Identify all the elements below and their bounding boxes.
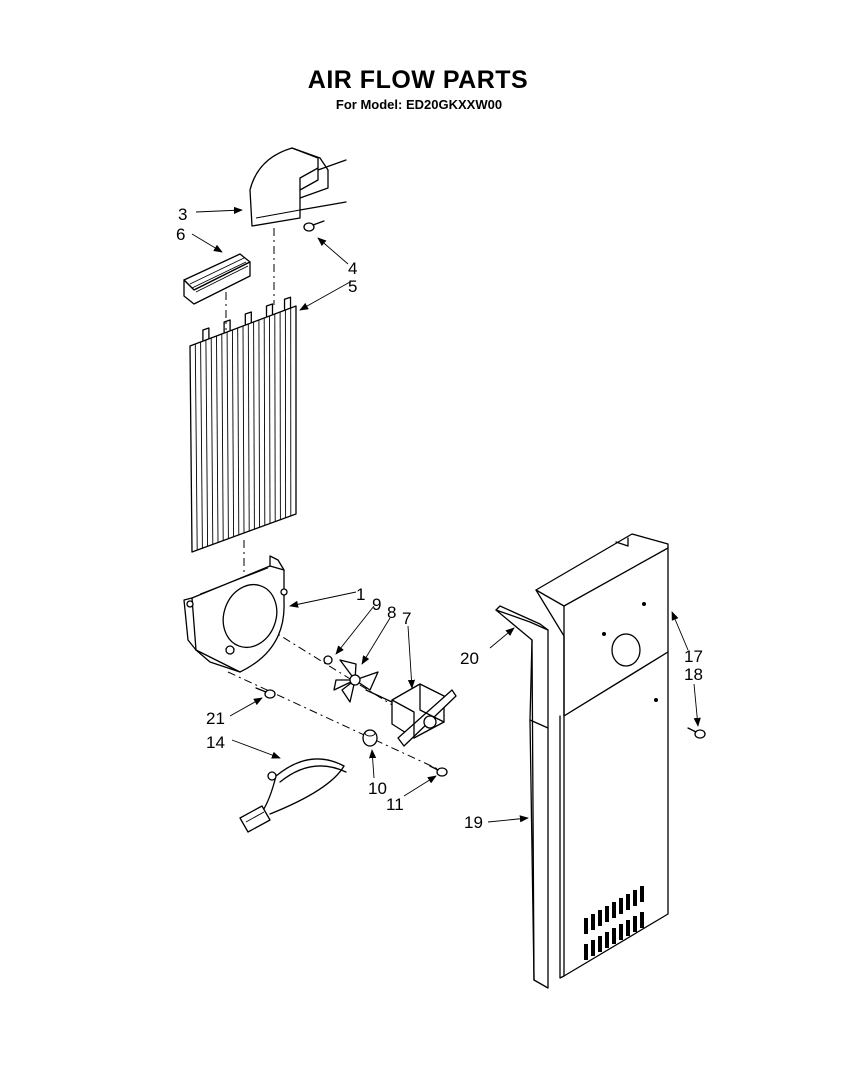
grille-fin (221, 333, 224, 541)
grille-fin (247, 323, 250, 532)
callout-11: 11 (386, 795, 404, 814)
grille-fin (231, 329, 235, 537)
vent-slot (626, 894, 630, 910)
part-17-rear-panel (535, 533, 669, 717)
vent-slot (633, 916, 637, 932)
vent-slot (598, 910, 602, 926)
part-8-fan-blade (333, 659, 379, 703)
callout-9: 9 (372, 595, 381, 614)
grille-fin (237, 327, 240, 535)
part-7-fan-motor (365, 683, 457, 747)
part-18-screw (687, 727, 706, 739)
vent-slot (584, 944, 588, 960)
callout-20: 20 (460, 649, 479, 668)
grille-tab (283, 296, 292, 310)
vent-slot (619, 924, 623, 940)
part-19-lower-panel (559, 651, 669, 979)
callout-5: 5 (348, 277, 357, 296)
vent-slot (640, 912, 644, 928)
callout-4: 4 (348, 259, 357, 278)
grille-fin (194, 343, 198, 551)
callout-labels: 3 6 4 5 1 9 8 7 20 17 18 21 14 10 11 19 (176, 205, 703, 832)
callout-7: 7 (402, 609, 411, 628)
part-4-screw (303, 220, 325, 232)
grille-fin (242, 325, 245, 534)
callout-17: 17 (684, 647, 703, 666)
callout-1: 1 (356, 585, 365, 604)
grille-fin (269, 315, 271, 524)
grille-fin (263, 317, 266, 526)
part-6-grille-insert (183, 253, 251, 305)
vent-slot (626, 920, 630, 936)
part-14-wire-harness (239, 758, 347, 833)
grille-tab (223, 319, 231, 333)
vent-slot (633, 890, 637, 906)
vent-slot (584, 918, 588, 934)
callout-21: 21 (206, 709, 225, 728)
grille-tab (202, 327, 210, 341)
grille-tab (244, 311, 252, 325)
vent-slot (605, 906, 609, 922)
callout-10: 10 (368, 779, 387, 798)
callout-leaders (191, 206, 701, 823)
callout-6: 6 (176, 225, 185, 244)
part-11-screw (429, 765, 448, 777)
part-10-grommet (362, 729, 378, 747)
grille-fin (253, 321, 255, 530)
diagram-subtitle: For Model: ED20GKXXW00 (335, 97, 503, 112)
grille-fin (258, 319, 261, 528)
part-21-screw (255, 687, 276, 699)
vent-slot (591, 914, 595, 930)
grille-fin (200, 341, 203, 549)
vent-slot (605, 932, 609, 948)
vent-slot (619, 898, 623, 914)
grille-fin (226, 331, 229, 539)
grille-tab (265, 303, 274, 317)
part-3-duct-cap (249, 147, 347, 227)
callout-18: 18 (684, 665, 703, 684)
diagram-title: AIR FLOW PARTS (307, 66, 529, 94)
part-5-vent-grille (189, 296, 297, 553)
vent-slot (591, 940, 595, 956)
callout-8: 8 (387, 603, 396, 622)
part-1-fan-shroud (183, 555, 288, 673)
grille-fin (205, 339, 209, 547)
vent-slot (640, 886, 644, 902)
callout-14: 14 (206, 733, 225, 752)
part-20-divider-strip (495, 605, 549, 989)
part-9-nut (323, 655, 333, 665)
callout-19: 19 (464, 813, 483, 832)
vent-slot (598, 936, 602, 952)
callout-3: 3 (178, 205, 187, 224)
assembly-centerlines (225, 228, 441, 771)
vent-slot (612, 902, 616, 918)
grille-fin (210, 337, 214, 545)
grille-fin (216, 335, 219, 543)
vent-slot (612, 928, 616, 944)
